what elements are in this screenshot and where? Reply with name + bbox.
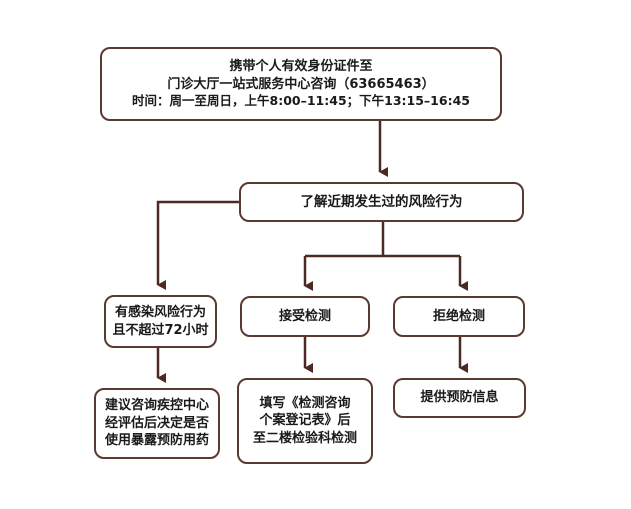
start-line-3: 时间：周一至周日，上午8:00–11:45；下午13:15–16:45	[132, 93, 470, 109]
prevention-info-box: 提供预防信息	[393, 378, 526, 418]
accept-test-label: 接受检测	[278, 308, 331, 324]
consult-line-3: 使用暴露预防用药	[104, 433, 209, 449]
refuse-test-box: 拒绝检测	[393, 296, 525, 337]
consult-line-2: 经评估后决定是否	[104, 415, 209, 431]
form-line-2: 个案登记表》后	[259, 413, 351, 429]
form-line-3: 至二楼检验科检测	[252, 430, 357, 446]
consult-cdc-box: 建议咨询疾控中心 经评估后决定是否 使用暴露预防用药	[94, 388, 220, 459]
exposure-line-1: 有感染风险行为	[114, 304, 206, 320]
exposure-risk-box: 有感染风险行为 且不超过72小时	[104, 295, 217, 348]
registration-form-box: 填写《检测咨询 个案登记表》后 至二楼检验科检测	[237, 378, 373, 464]
risk-behavior-box: 了解近期发生过的风险行为	[239, 182, 524, 222]
refuse-test-label: 拒绝检测	[432, 308, 485, 324]
arrow-risk-to-exposure	[156, 200, 240, 290]
start-box: 携带个人有效身份证件至 门诊大厅一站式服务中心咨询（63665463） 时间：周…	[100, 47, 502, 121]
form-line-1: 填写《检测咨询	[259, 395, 351, 411]
exposure-line-2: 且不超过72小时	[112, 322, 209, 338]
start-line-2: 门诊大厅一站式服务中心咨询（63665463）	[167, 76, 435, 92]
consult-line-1: 建议咨询疾控中心	[104, 398, 209, 414]
accept-test-box: 接受检测	[240, 296, 370, 337]
risk-behavior-label: 了解近期发生过的风险行为	[300, 193, 463, 210]
prevention-info-label: 提供预防信息	[420, 390, 499, 406]
start-line-1: 携带个人有效身份证件至	[229, 59, 373, 75]
